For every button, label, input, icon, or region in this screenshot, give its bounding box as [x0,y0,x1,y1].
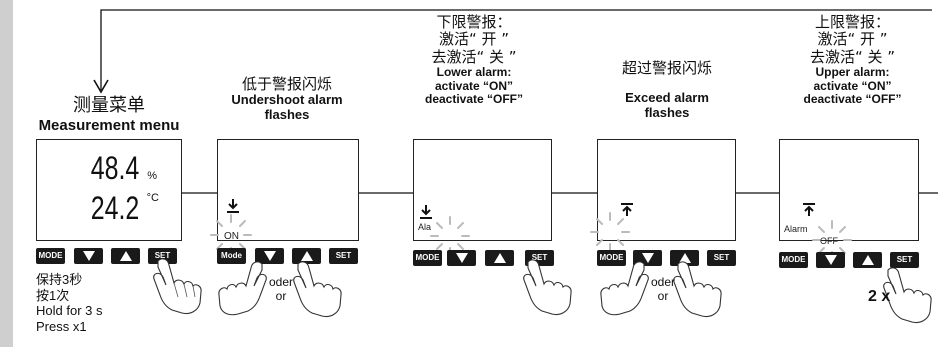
step4-title-en-1: Exceed alarm [625,90,709,106]
step1-unit-top: % [147,170,157,182]
pressing-hand-icon [883,267,932,324]
step1-button-row: MODE SET [36,248,181,266]
step4-display [597,139,736,241]
down-arrow-icon [82,251,95,261]
flash-burst-icon [210,214,252,256]
up-button[interactable] [292,248,321,264]
left-margin-bar [0,0,13,347]
up-arrow-icon [300,251,313,261]
step5-title-en-2: activate “ON” [813,78,892,93]
set-button[interactable]: SET [707,250,736,266]
step1-display: 48.4 % 24.2 °C [36,139,182,241]
step3-title-en-1: Lower alarm: [436,64,512,79]
step1-unit-bottom: °C [146,192,159,204]
step5-title-en-1: Upper alarm: [815,64,890,79]
step5-caption: 上限警报： 激活“ 开 ” 去激活“ 关 ” Upper alarm: acti… [770,13,935,107]
return-arrow-line [100,9,932,90]
step5-title-zh-3: 去激活“ 关 ” [809,47,896,66]
step5-display: Alarm [779,139,919,241]
down-button[interactable] [447,250,476,266]
pressing-hand-icon [600,261,649,316]
upper-alarm-icon [621,203,633,216]
pressing-hand-icon [673,261,722,318]
step2-title-zh: 低于警报闪烁 [241,75,332,93]
step1-title-en: Measurement menu [38,116,180,134]
pressing-hand-icon [523,259,572,316]
step4-title-en-2: flashes [644,105,690,121]
up-button[interactable] [111,248,140,264]
up-arrow-icon [678,253,691,263]
step5-title-zh-1: 上限警报： [814,13,890,31]
up-arrow-icon [493,253,506,263]
down-arrow-icon [824,255,837,265]
step2-screen-on: ON [224,231,239,242]
step5-times: 2 x [868,288,891,305]
label-or: or [275,289,287,304]
down-arrow-icon [263,251,276,261]
label-or: or [657,289,669,304]
step2-oder-or: oder or [268,275,294,304]
pressing-hand-icon [293,261,342,318]
step3-title-zh-2: 激活“ 开 ” [438,30,510,49]
step5-title-en-3: deactivate “OFF” [803,92,902,107]
down-button[interactable] [816,252,845,268]
label-oder: oder [650,275,676,289]
pressing-hand-icon [153,258,202,315]
note-hold-zh: 保持3秒 [36,272,83,287]
step1-caption: 测量菜单 Measurement menu [20,95,198,134]
mode-button[interactable]: MODE [36,248,65,264]
upper-alarm-icon [803,203,815,216]
up-arrow-icon [119,251,132,261]
up-arrow-icon [861,255,874,265]
label-oder: oder [268,275,294,289]
step3-screen-text: Ala [418,222,432,232]
step2-title-en-1: Undershoot alarm [231,92,343,108]
flash-burst-icon [590,212,630,252]
lower-alarm-icon [227,199,239,213]
step2-title-en-2: flashes [264,107,310,123]
pressing-hand-icon [218,261,267,316]
step4-title-zh: 超过警报闪烁 [621,59,712,77]
step3-title-en-2: activate “ON” [434,78,514,93]
down-button[interactable] [255,248,284,264]
set-button[interactable]: SET [329,248,358,264]
step3-title-zh-1: 下限警报： [436,13,512,31]
step2-caption: 低于警报闪烁 Undershoot alarm flashes [198,75,376,123]
set-button[interactable]: SET [890,252,919,268]
step1-value-bottom: 24.2 [90,190,139,226]
lower-alarm-icon [420,205,432,219]
step4-oder-or: oder or [650,275,676,304]
up-button[interactable] [485,250,514,266]
step4-caption: 超过警报闪烁 Exceed alarm flashes [582,59,752,121]
note-press-en: Press x1 [36,318,87,334]
set-button[interactable]: SET [148,248,177,264]
step3-title-en-3: deactivate “OFF” [424,92,524,107]
return-arrow-head [93,79,109,94]
step1-note: 保持3秒 按1次 Hold for 3 s Press x1 [36,272,102,334]
note-hold-en: Hold for 3 s [36,303,103,319]
up-button[interactable] [853,252,882,268]
step5-screen-alarm: Alarm [784,224,808,234]
step3-display: Ala [413,139,552,241]
step3-title-zh-3: 去激活“ 关 ” [431,47,517,66]
note-press-zh: 按1次 [36,287,70,303]
step5-screen-off: OFF [820,236,838,246]
down-arrow-icon [455,253,468,263]
step1-title-zh: 测量菜单 [73,95,145,116]
up-button[interactable] [670,250,699,266]
down-arrow-icon [641,253,654,263]
step5-title-zh-2: 激活“ 开 ” [817,30,888,49]
step1-value-top: 48.4 [90,150,139,186]
mode-button[interactable]: Mode [217,248,246,264]
mode-button[interactable]: MODE [597,250,626,266]
step5-button-row: MODE SET [779,252,924,270]
down-button[interactable] [74,248,103,264]
step2-button-row: Mode SET [217,248,362,266]
mode-button[interactable]: MODE [779,252,808,268]
step3-button-row: MODE SET [413,250,558,268]
step3-caption: 下限警报： 激活“ 开 ” 去激活“ 关 ” Lower alarm: acti… [394,13,554,107]
mode-button[interactable]: MODE [413,250,442,266]
